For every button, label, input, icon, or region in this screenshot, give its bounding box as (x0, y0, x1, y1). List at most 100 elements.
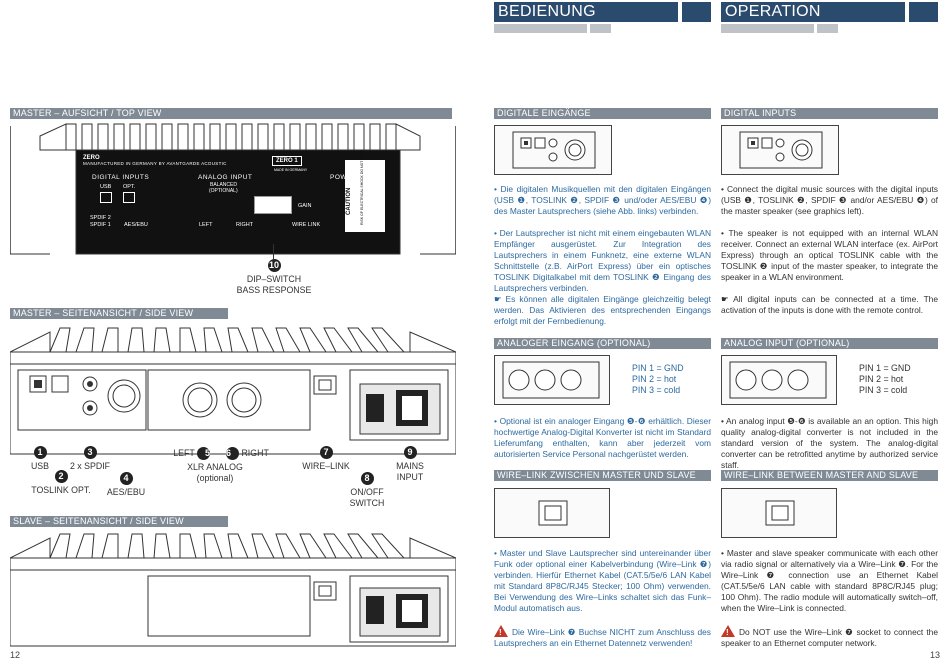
pin-1-en: PIN 1 = GND (859, 363, 911, 373)
section-master-top-view: MASTER – AUFSICHT / TOP VIEW (10, 108, 452, 119)
page-number-right: 13 (930, 650, 941, 660)
wire-link-warning-en: Do NOT use the Wire–Link ❼ socket to con… (721, 625, 938, 649)
dip-switch-icon (254, 196, 292, 214)
callout-2-number: 2 (54, 470, 68, 483)
callout-5-number: 5 (197, 447, 210, 460)
section-analog-en: ANALOG INPUT (OPTIONAL) (721, 338, 938, 349)
panel-caution-sub: RISK OF ELECTRICAL SHOCK DO NOT OPEN (360, 149, 364, 225)
callout-4-text: AES/EBU (106, 487, 146, 497)
analog-input-thumb-de (494, 355, 610, 405)
callout-10-text-1: DIP–SWITCH (246, 274, 302, 284)
header-title-en: OPERATION (721, 2, 905, 22)
digital-text-de-1: • Die digitalen Musikquellen mit den dig… (494, 184, 711, 216)
wire-link-warning-en-text: Do NOT use the Wire–Link ❼ socket to con… (721, 627, 938, 648)
callout-9-text-2: INPUT (396, 472, 424, 482)
analog-input-thumb-en (721, 355, 837, 405)
header-sub-en-2 (817, 24, 838, 33)
panel-zero-badge: ZERO 1 (272, 156, 302, 166)
callout-1: 1 USB (22, 446, 58, 472)
header-accent-en (909, 2, 938, 22)
callout-4-number: 4 (119, 472, 133, 485)
pin-list-en: PIN 1 = GND PIN 2 = hot PIN 3 = cold (859, 363, 911, 396)
callout-1-text: USB (30, 461, 50, 471)
pin-list-de: PIN 1 = GND PIN 2 = hot PIN 3 = cold (632, 363, 684, 396)
analog-text-de: • Optional ist ein analoger Eingang ❺-❻ … (494, 416, 711, 459)
callout-10-text-2: BASS RESPONSE (236, 285, 312, 295)
panel-spdif2: SPDIF 2 (90, 215, 111, 221)
panel-analog-input: ANALOG INPUT (198, 174, 253, 181)
panel-spdif1: SPDIF 1 (90, 222, 111, 228)
wire-link-thumb-en (721, 488, 837, 538)
digital-inputs-thumb-de (494, 125, 612, 175)
callout-5-text: LEFT (173, 448, 195, 458)
callout-2: 2 TOSLINK OPT. (28, 470, 94, 496)
callout-8-text-2: SWITCH (349, 498, 385, 508)
warning-icon (494, 625, 508, 638)
section-digital-de: DIGITALE EINGÄNGE (494, 108, 711, 119)
callout-3-text: 2 x SPDIF (69, 461, 111, 471)
panel-brand: ZERO (83, 155, 100, 161)
panel-left: LEFT (199, 222, 213, 228)
callout-7: 7 WIRE–LINK (298, 446, 354, 472)
panel-digital-inputs: DIGITAL INPUTS (92, 174, 150, 181)
panel-usb: USB (100, 184, 112, 190)
analog-input-graphic-en (729, 361, 827, 399)
callout-8-number: 8 (360, 472, 374, 485)
section-master-side-view: MASTER – SEITENANSICHT / SIDE VIEW (10, 308, 228, 319)
callout-xlr-text-1: XLR ANALOG (187, 462, 243, 472)
pin-3-de: PIN 3 = cold (632, 385, 681, 395)
callout-9-number: 9 (403, 446, 417, 459)
header-sub-de-1 (494, 24, 587, 33)
panel-wire-link: WIRE LINK (292, 222, 321, 228)
section-wire-link-en: WIRE–LINK BETWEEN MASTER AND SLAVE (721, 470, 938, 481)
wire-link-text-de: • Master und Slave Lautsprecher sind unt… (494, 548, 711, 613)
digital-text-de-3: ☛ Es können alle digitalen Eingänge glei… (494, 294, 711, 326)
callout-xlr-text-2: (optional) (196, 473, 234, 483)
rj45-icon (765, 500, 795, 526)
header-title-de: BEDIENUNG (494, 2, 678, 22)
caution-label (345, 160, 385, 232)
panel-caution: CAUTION (346, 187, 352, 215)
pin-1-de: PIN 1 = GND (632, 363, 684, 373)
page-number-left: 12 (10, 650, 21, 660)
toslink-port-icon (123, 192, 135, 203)
callout-10-number: 10 (267, 259, 281, 272)
header-accent-de (682, 2, 711, 22)
callout-5: LEFT 5 (160, 447, 210, 460)
callout-2-text: TOSLINK OPT. (31, 485, 91, 495)
callout-7-number: 7 (319, 446, 333, 459)
digital-text-en-3: ☛ All digital inputs can be connected at… (721, 294, 938, 315)
callout-8-text-1: ON/OFF (350, 487, 384, 497)
callout-6-text: RIGHT (241, 448, 269, 458)
callout-8: 8 ON/OFF SWITCH (344, 472, 390, 509)
slave-side-view-illustration (10, 533, 456, 647)
callout-7-text: WIRE–LINK (302, 461, 350, 471)
panel-power: POWER (330, 174, 358, 181)
warning-icon (721, 625, 735, 638)
header-sub-en-1 (721, 24, 814, 33)
callout-10: 10 DIP–SWITCH BASS RESPONSE (228, 259, 320, 296)
analog-text-en: • An analog input ❺-❻ is available an an… (721, 416, 938, 470)
section-slave-side-view: SLAVE – SEITENANSICHT / SIDE VIEW (10, 516, 228, 527)
panel-made-in: MADE IN GERMANY (274, 168, 308, 172)
panel-balanced: BALANCED (210, 182, 237, 188)
section-analog-de: ANALOGER EINGANG (OPTIONAL) (494, 338, 711, 349)
wire-link-text-en: • Master and slave speaker communicate w… (721, 548, 938, 613)
section-digital-en: DIGITAL INPUTS (721, 108, 938, 119)
callout-3: 3 2 x SPDIF (66, 446, 114, 472)
pin-3-en: PIN 3 = cold (859, 385, 908, 395)
callout-6: 6 RIGHT (226, 447, 276, 460)
digital-text-en-1: • Connect the digital music sources with… (721, 184, 938, 216)
master-side-view-illustration (10, 327, 456, 455)
callout-9: 9 MAINS INPUT (390, 446, 430, 483)
section-wire-link-de: WIRE–LINK ZWISCHEN MASTER UND SLAVE (494, 470, 711, 481)
panel-zero-badge-num: 1 (294, 158, 298, 164)
panel-opt: OPT. (123, 184, 136, 190)
wire-link-warning-de: Die Wire–Link ❼ Buchse NICHT zum Anschlu… (494, 625, 711, 649)
header-sub-de-2 (590, 24, 611, 33)
panel-gain: GAIN (298, 203, 312, 209)
digital-text-de-2: • Der Lautsprecher ist nicht mit einem e… (494, 228, 711, 293)
callout-4: 4 AES/EBU (100, 472, 152, 498)
callout-xlr: XLR ANALOG (optional) (172, 462, 258, 484)
analog-input-graphic-de (502, 361, 600, 399)
